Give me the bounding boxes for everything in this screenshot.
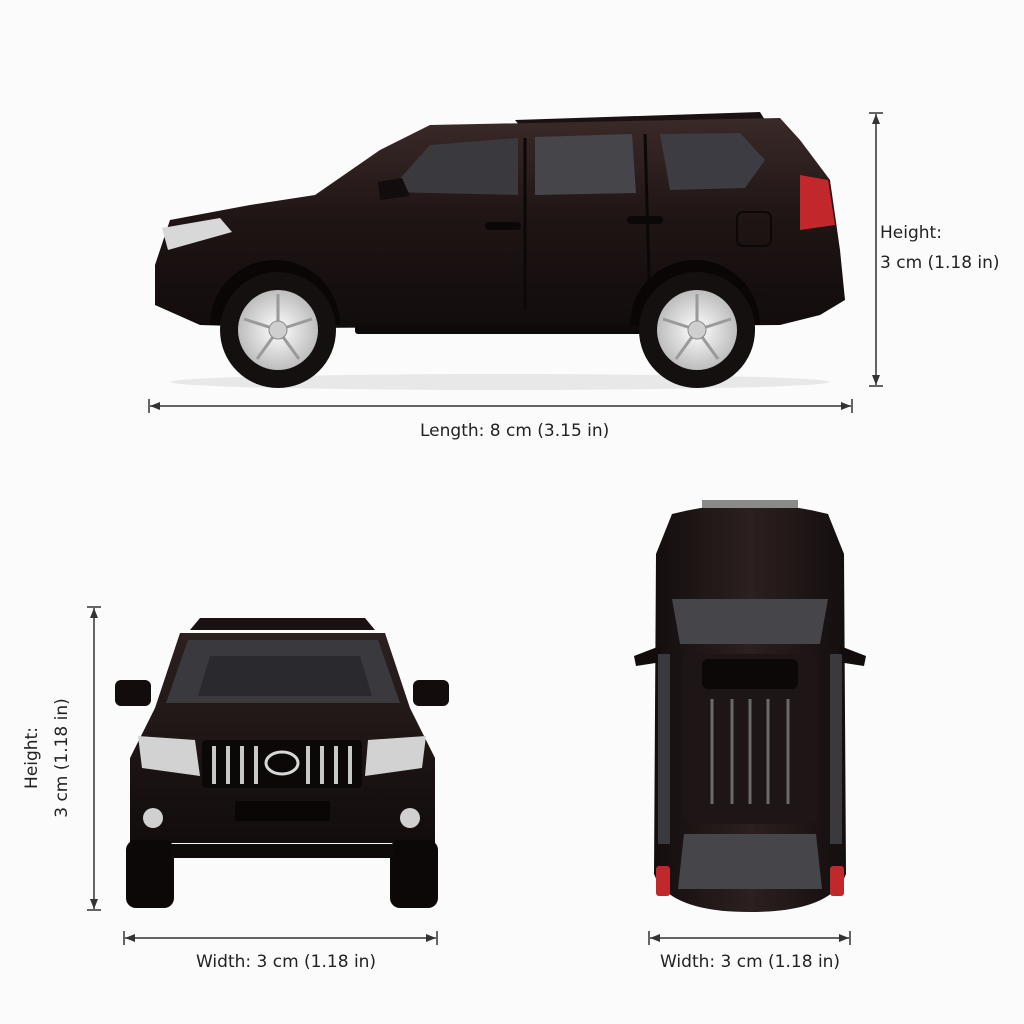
car-front-image [115,618,449,908]
front-height-label: Height: 3 cm (1.18 in) [17,668,77,848]
front-width-dimension-line [123,931,438,945]
front-width-label: Width: 3 cm (1.18 in) [196,952,377,972]
top-width-label: Width: 3 cm (1.18 in) [660,952,841,972]
front-view [110,608,455,913]
front-height-dimension-line [87,606,101,911]
side-view [140,100,860,400]
front-height-title: Height: [22,727,42,789]
length-label: Length: 8 cm (3.15 in) [420,421,610,441]
side-height-dimension-line [869,112,883,387]
top-width-dimension-line [648,931,851,945]
front-height-value: 3 cm (1.18 in) [52,698,72,818]
side-height-title: Height: [880,223,942,243]
length-dimension-line [148,399,853,413]
top-view [632,494,868,914]
front-wheel [220,272,336,388]
side-height-label: Height: 3 cm (1.18 in) [880,218,1000,278]
side-height-value: 3 cm (1.18 in) [880,253,1000,273]
rear-wheel [639,272,755,388]
car-top-image [634,500,866,912]
car-side-image [155,112,845,390]
